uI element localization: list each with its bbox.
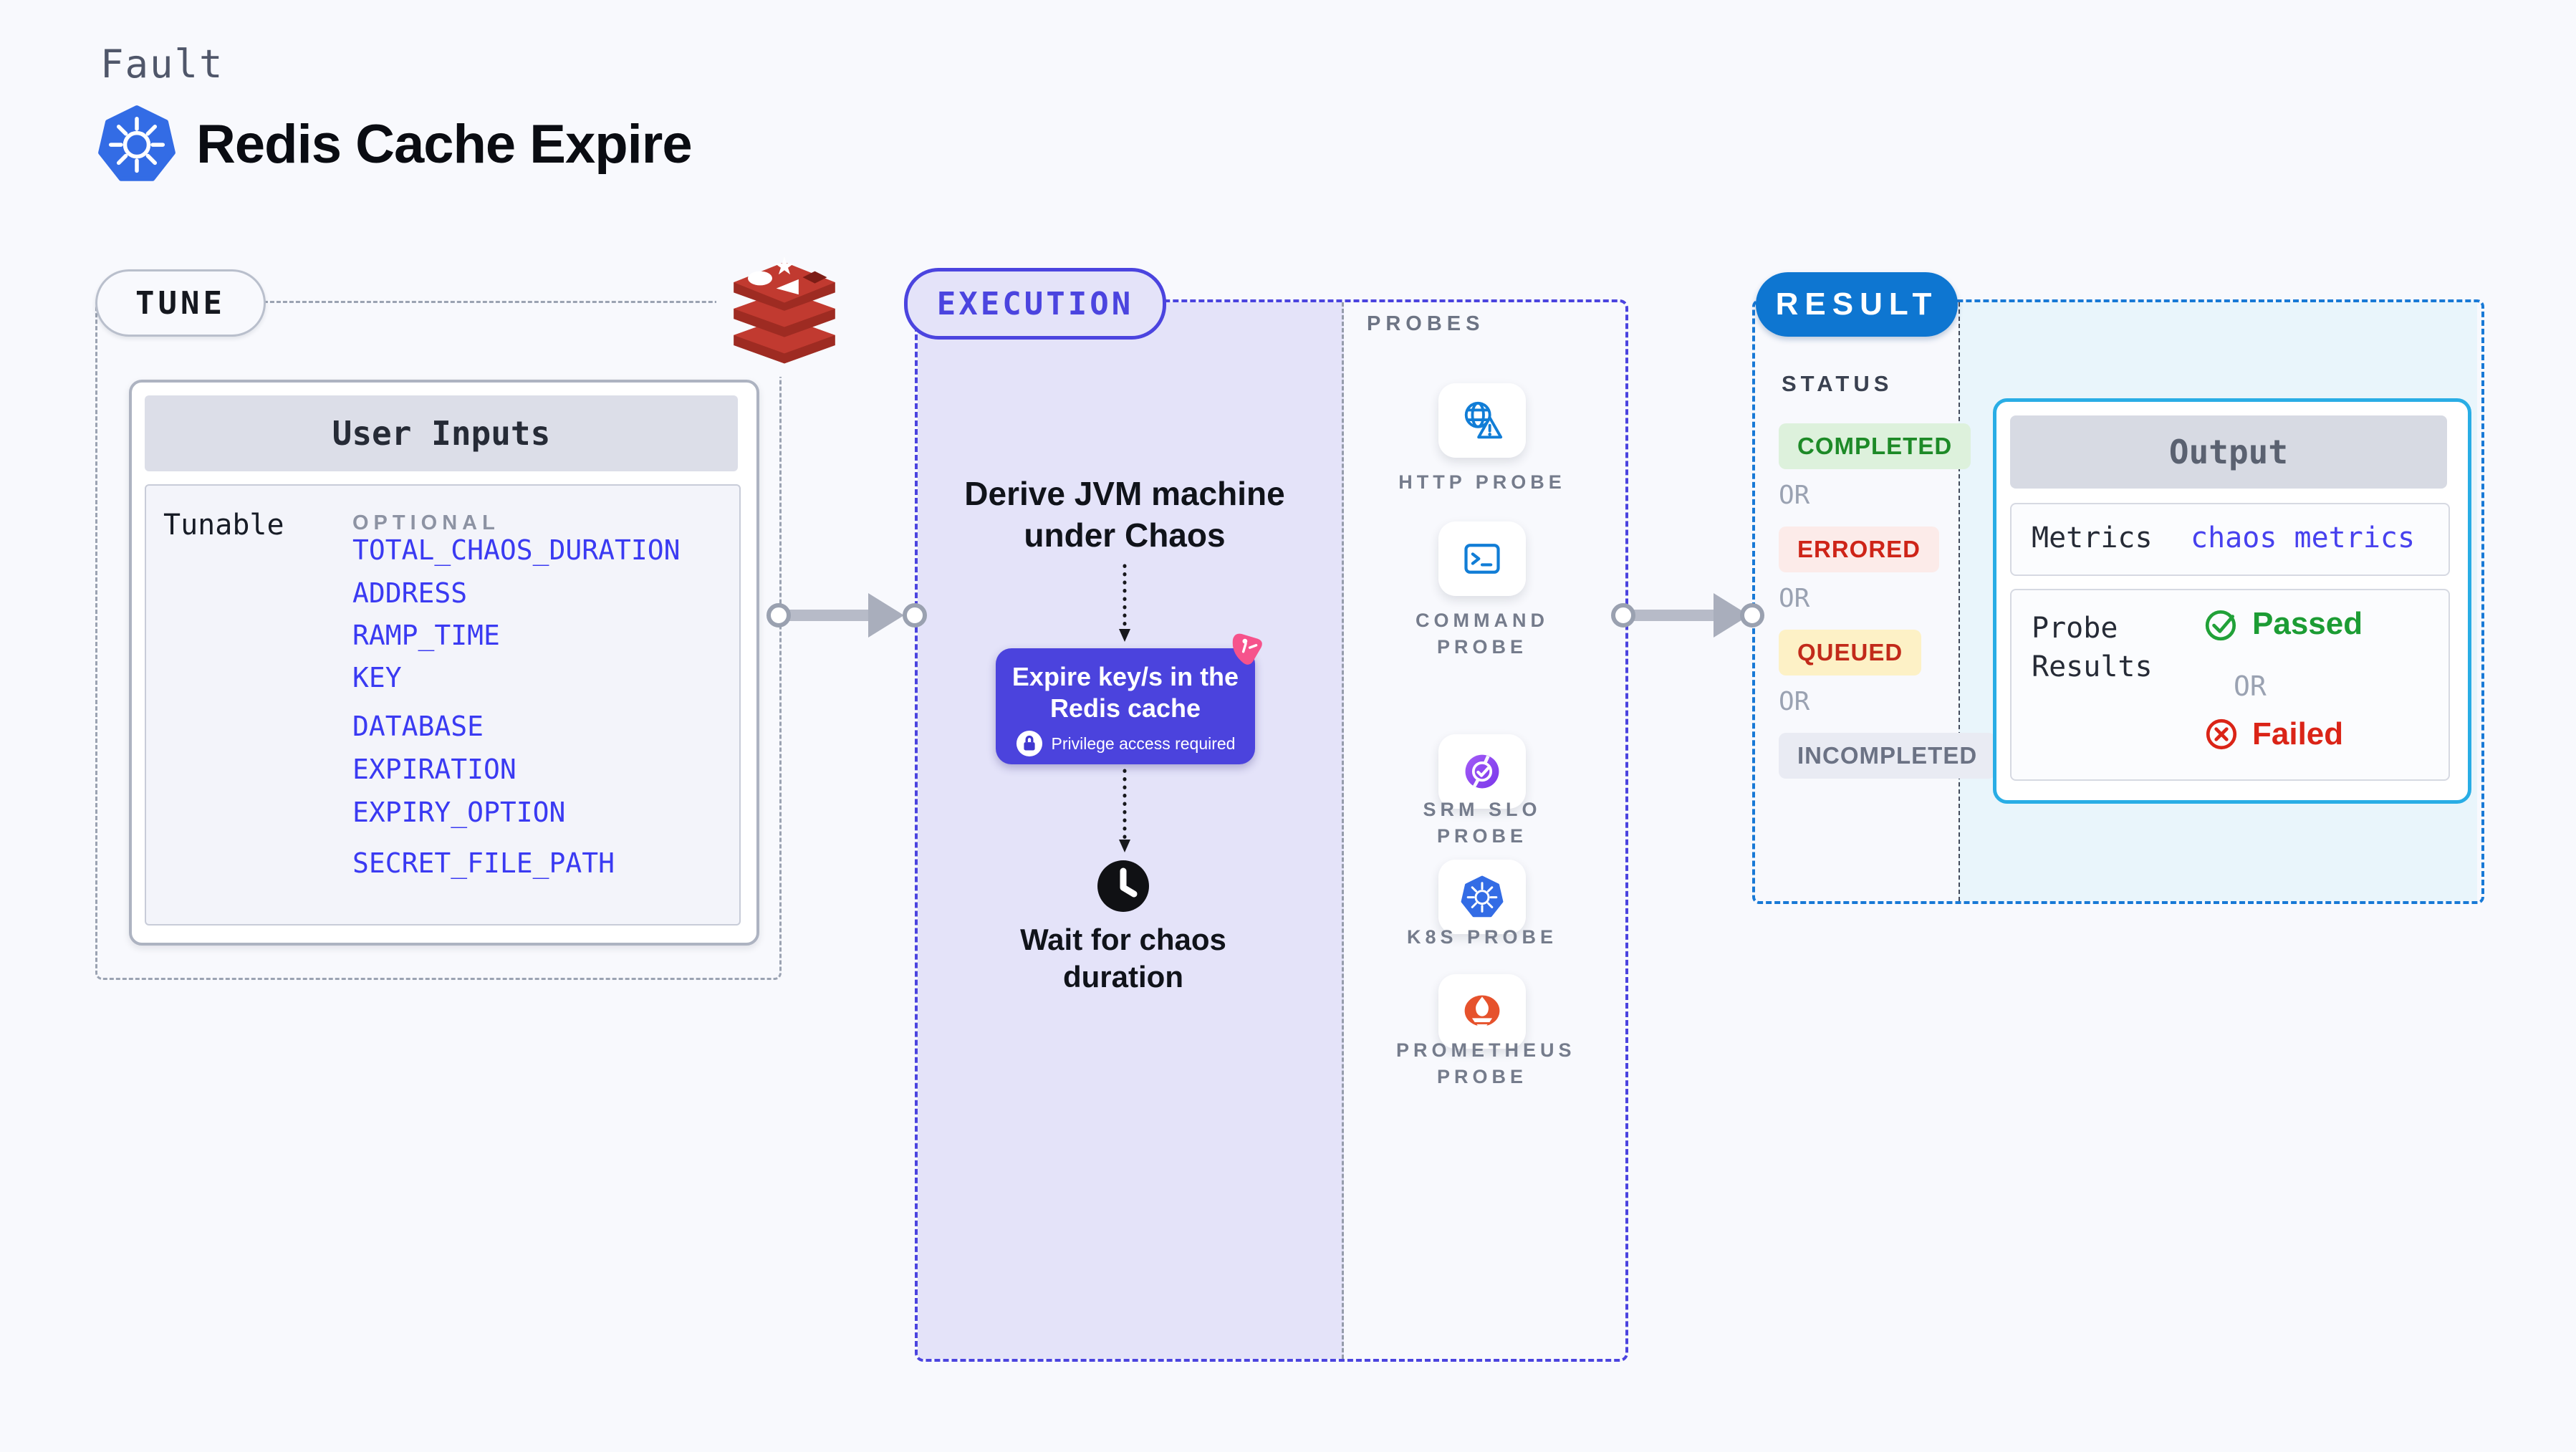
input-key: KEY xyxy=(352,662,402,693)
check-circle-icon xyxy=(2205,610,2236,641)
probe-card-k8s xyxy=(1438,860,1526,934)
input-database: DATABASE xyxy=(352,711,484,742)
prometheus-icon xyxy=(1464,995,1500,1028)
svg-text:★: ★ xyxy=(774,252,795,281)
tune-to-execution-arrow xyxy=(766,593,927,638)
execution-section-box xyxy=(915,299,1628,1362)
fault-step-card: Expire key/s in the Redis cache Privileg… xyxy=(996,648,1255,764)
kubernetes-icon xyxy=(1461,875,1504,918)
metrics-label: Metrics xyxy=(2032,521,2153,554)
x-circle-icon xyxy=(2206,718,2237,750)
input-total-chaos-duration: TOTAL_CHAOS_DURATION xyxy=(352,534,681,566)
derive-to-fault-dotted-arrow xyxy=(1119,564,1130,642)
terminal-icon xyxy=(1464,544,1500,574)
user-inputs-title: User Inputs xyxy=(145,395,738,471)
globe-warning-icon xyxy=(1464,401,1503,439)
status-badge-completed: COMPLETED xyxy=(1779,423,1971,469)
privilege-row: Privilege access required xyxy=(996,730,1255,757)
probe-label-prometheus: PROMETHEUS PROBE xyxy=(1396,1039,1576,1087)
derive-step-line1: Derive JVM machine xyxy=(964,475,1285,512)
tunable-row-label: Tunable xyxy=(163,509,284,542)
tune-section-box xyxy=(95,301,782,980)
probe-label-srm-slo: SRM SLO PROBE xyxy=(1423,799,1542,847)
execution-badge: EXECUTION xyxy=(904,268,1166,340)
metrics-row xyxy=(2010,503,2450,576)
input-secret-file-path: SECRET_FILE_PATH xyxy=(352,847,615,879)
status-badge-queued: QUEUED xyxy=(1779,630,1922,675)
kubernetes-icon xyxy=(98,105,176,181)
probe-card-prometheus xyxy=(1438,974,1526,1049)
probe-label-k8s: K8S PROBE xyxy=(1406,926,1558,948)
result-badge: RESULT xyxy=(1756,272,1958,337)
wait-step-text: Wait for chaos duration xyxy=(1001,921,1245,996)
fault-kicker: Fault xyxy=(100,42,224,87)
lock-icon xyxy=(1016,730,1042,757)
failed-verdict: Failed xyxy=(2203,716,2343,752)
optional-column-header: OPTIONAL xyxy=(352,511,500,534)
input-expiry-option: EXPIRY_OPTION xyxy=(352,797,566,828)
redis-icon-wrap: ★ xyxy=(716,241,852,377)
derive-step-text: Derive JVM machine under Chaos xyxy=(953,473,1297,556)
status-label: STATUS xyxy=(1782,371,1893,396)
probe-card-http xyxy=(1438,383,1526,458)
or-separator: OR xyxy=(1779,687,1810,716)
status-badge-incompleted: INCOMPLETED xyxy=(1779,733,1996,779)
derive-step-line2: under Chaos xyxy=(1024,516,1226,554)
chaos-pink-badge-icon xyxy=(1232,633,1262,665)
probe-results-label: Probe Results xyxy=(2032,612,2153,683)
status-badge-errored: ERRORED xyxy=(1779,527,1940,572)
probe-card-command xyxy=(1438,521,1526,596)
redis-database-icon: ★ xyxy=(734,252,835,364)
fault-card-line1: Expire key/s in the xyxy=(1011,662,1239,691)
input-address: ADDRESS xyxy=(352,577,468,609)
or-separator: OR xyxy=(1779,584,1810,613)
fault-card-line2: Redis cache xyxy=(1049,693,1201,723)
page-title: Redis Cache Expire xyxy=(196,114,693,175)
execution-lavender-region xyxy=(918,302,1344,1359)
input-expiration: EXPIRATION xyxy=(352,754,516,785)
probe-label-command: COMMAND PROBE xyxy=(1416,610,1549,658)
passed-label: Passed xyxy=(2252,606,2363,641)
tune-badge: TUNE xyxy=(95,269,266,337)
slo-check-icon xyxy=(1465,754,1499,789)
fault-to-wait-dotted-arrow xyxy=(1119,769,1130,852)
output-title: Output xyxy=(2010,415,2447,489)
probe-label-http: HTTP PROBE xyxy=(1398,471,1566,493)
or-separator: OR xyxy=(2234,670,2267,702)
execution-to-result-arrow xyxy=(1611,593,1764,638)
wait-step-line2: duration xyxy=(1063,960,1183,994)
input-ramp-time: RAMP_TIME xyxy=(352,620,500,651)
or-separator: OR xyxy=(1779,481,1810,510)
wait-step-line1: Wait for chaos xyxy=(1020,923,1226,956)
privilege-note: Privilege access required xyxy=(1051,734,1236,753)
probes-label: PROBES xyxy=(1367,312,1485,335)
user-inputs-panel xyxy=(145,484,741,925)
metrics-value: chaos metrics xyxy=(2191,521,2416,554)
failed-label: Failed xyxy=(2252,716,2344,751)
clock-icon xyxy=(1097,860,1149,912)
probe-card-srm-slo xyxy=(1438,734,1526,809)
passed-verdict: Passed xyxy=(2203,606,2363,642)
